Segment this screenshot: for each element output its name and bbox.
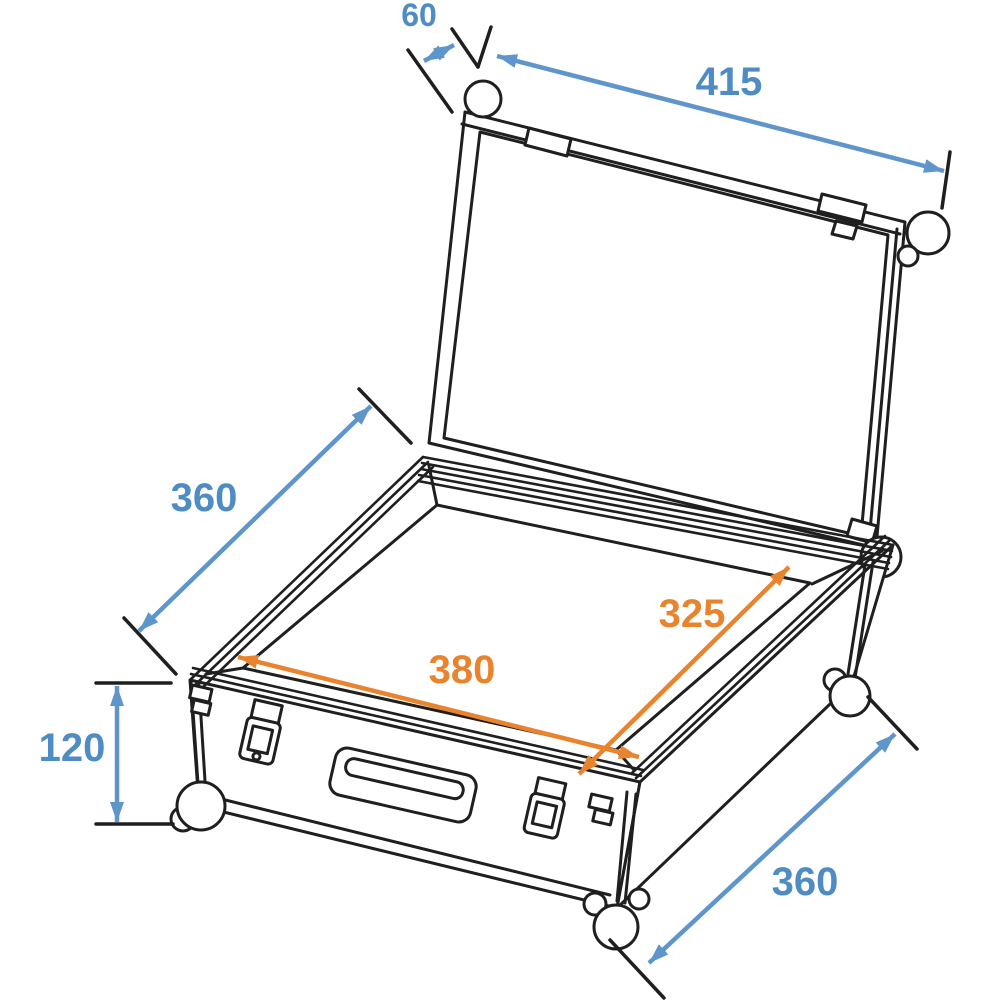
dim-arrow-interior-depth-325 — [577, 565, 791, 776]
exterior-dimensions — [110, 43, 945, 965]
dim-arrow-interior-width-380 — [237, 654, 640, 760]
tick-360-lower-top — [866, 695, 919, 751]
rim-back-line-5 — [416, 479, 890, 571]
body-corner-balls — [169, 667, 872, 951]
body-left-edge — [189, 680, 201, 800]
dim-label-lid-thickness: 60 — [401, 0, 437, 33]
corner-ball-front-lobe-b — [627, 887, 651, 911]
interior-corner-right — [810, 549, 884, 586]
tick-360-upper-bottom — [122, 616, 178, 676]
body-front-corner-edge-inner — [623, 792, 638, 905]
lid-latch-half-right — [816, 192, 868, 224]
rim-back-line-4 — [417, 473, 891, 565]
body-front-corner-edge — [615, 790, 629, 903]
latch-right-dish — [530, 800, 559, 830]
case-drawing — [169, 79, 951, 951]
rim-back-line-3 — [419, 467, 893, 559]
rim-back-line-1 — [421, 455, 895, 547]
corner-ball-right — [828, 674, 872, 718]
lid-latch-half-right-tab — [830, 219, 859, 241]
interior-corner-back — [427, 464, 439, 507]
corner-brace-front — [587, 792, 615, 827]
corner-ball-left — [175, 780, 227, 832]
tick-415-right — [940, 150, 952, 210]
dim-label-upper-depth: 360 — [171, 476, 238, 520]
handle — [328, 746, 478, 824]
dim-label-lid-width: 415 — [696, 60, 763, 104]
lid-right-rim-line — [867, 227, 899, 544]
tick-360-upper-top — [357, 387, 413, 445]
brace-rect — [591, 807, 615, 827]
rim-back-line-2 — [420, 461, 894, 553]
lid-corner-ball-top-right — [905, 210, 951, 256]
dim-label-lower-depth: 360 — [772, 860, 839, 904]
body-rear-right-edge — [853, 560, 875, 680]
lid-corner-ball-top-right-lobe — [896, 244, 920, 268]
tick-415-left — [476, 25, 493, 69]
dim-arrow-lid-thickness-60 — [422, 43, 456, 63]
case-lid — [427, 79, 951, 579]
butterfly-latch-right — [522, 776, 568, 840]
latch-right-body — [522, 792, 566, 840]
dimension-labels: 60 415 360 325 380 120 360 — [39, 0, 839, 904]
interior-corner-left — [204, 666, 245, 676]
brace-rect — [190, 698, 213, 717]
tick-60-left — [406, 48, 454, 114]
lid-corner-ball-top-left — [463, 79, 503, 119]
dim-label-body-height: 120 — [39, 726, 106, 770]
dim-arrow-upper-depth-360 — [137, 404, 373, 633]
dimension-ticks — [94, 25, 952, 1000]
interior-dimensions — [237, 565, 791, 776]
dim-arrow-lid-width-415 — [496, 53, 945, 174]
dim-label-interior-depth: 325 — [659, 592, 726, 636]
dim-label-interior-width: 380 — [429, 648, 496, 692]
corner-ball-front — [592, 903, 640, 951]
corner-brace-left — [188, 683, 214, 717]
brace-rect — [587, 792, 614, 813]
handle-grip — [344, 757, 465, 801]
tick-60-right — [450, 27, 480, 69]
body-front-bottom-rim-line — [199, 792, 612, 897]
tick-360-lower-bottom — [608, 938, 666, 1000]
body-rear-right-edge-inner — [846, 563, 867, 676]
dim-arrow-lower-depth-360 — [647, 732, 897, 965]
